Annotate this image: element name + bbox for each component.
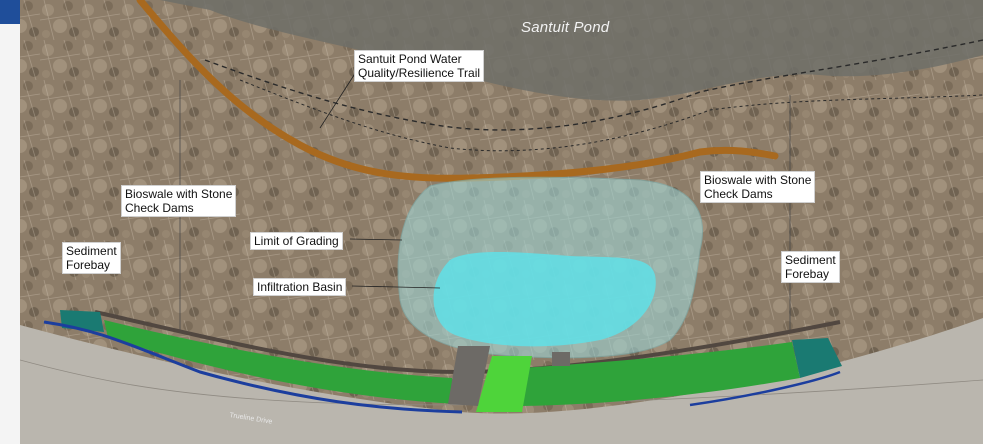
sediment-forebay-label-right: Sediment Forebay xyxy=(781,251,840,283)
road-edge-line xyxy=(20,359,983,406)
bioswale-right xyxy=(520,342,800,406)
outlet-structure-left xyxy=(448,346,490,406)
outlet-structure-right xyxy=(552,352,570,366)
resilience-trail xyxy=(136,0,779,182)
leader-limit-grading xyxy=(349,238,403,241)
leader-infiltration xyxy=(351,285,441,289)
trail-label: Santuit Pond Water Quality/Resilience Tr… xyxy=(354,50,485,82)
pond-water xyxy=(160,0,983,101)
bioswale-left xyxy=(104,320,458,404)
bioswale-label-left: Bioswale with Stone Check Dams xyxy=(121,185,237,217)
road-pavement xyxy=(20,318,983,444)
bioswale-center xyxy=(476,356,532,412)
site-map xyxy=(20,0,983,444)
left-margin-strip xyxy=(0,0,20,444)
sediment-forebay-right xyxy=(792,338,842,378)
limit-of-grading-label: Limit of Grading xyxy=(250,232,343,250)
bioswale-label-right: Bioswale with Stone Check Dams xyxy=(700,171,816,203)
curb-line-right xyxy=(689,370,841,407)
sediment-forebay-label-left: Sediment Forebay xyxy=(62,242,121,274)
infiltration-basin-label: Infiltration Basin xyxy=(253,278,347,296)
infiltration-basin xyxy=(433,252,656,347)
dashed-line-upper xyxy=(204,39,983,131)
curb-line-left xyxy=(43,320,463,414)
pond-label: Santuit Pond xyxy=(521,19,610,36)
leader-trail xyxy=(319,71,357,129)
left-accent-bar xyxy=(0,0,20,24)
